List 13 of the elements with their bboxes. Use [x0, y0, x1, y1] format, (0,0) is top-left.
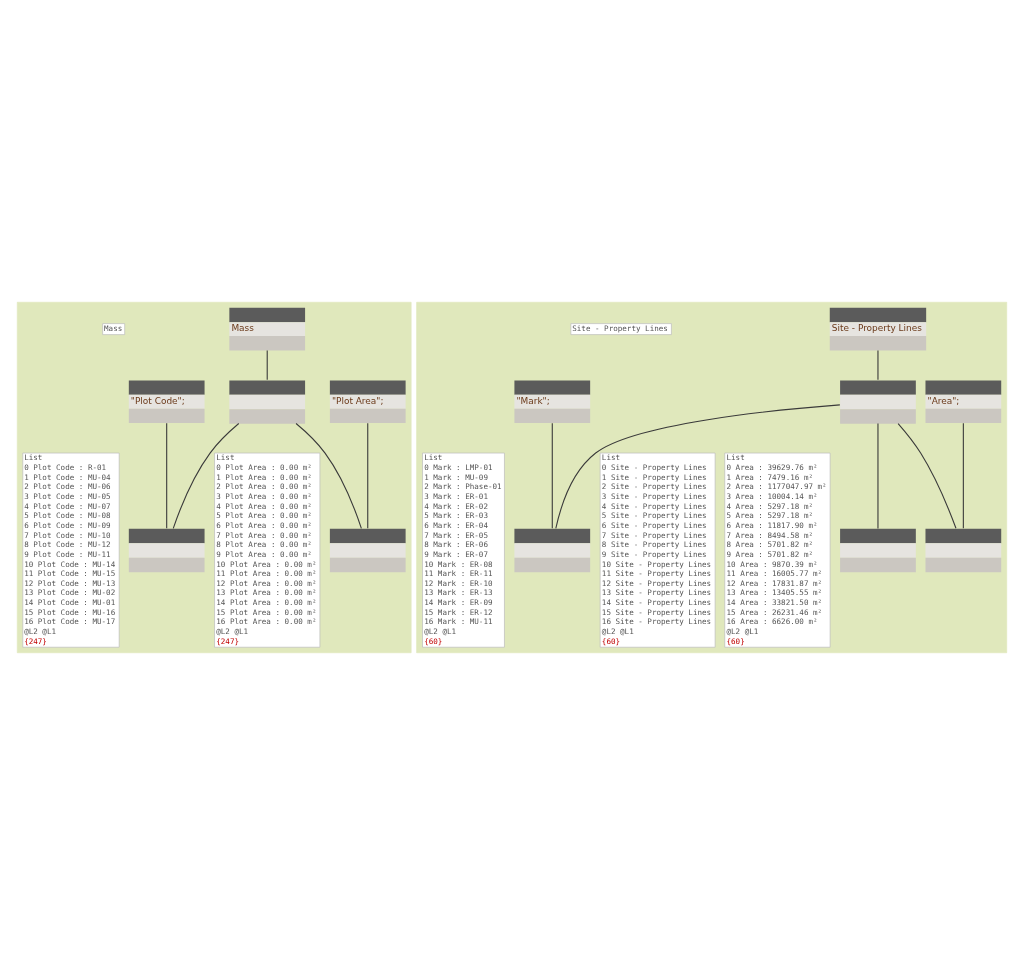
connector: [172, 422, 240, 529]
connector: [897, 422, 957, 529]
connector: [877, 422, 879, 529]
connector: [962, 422, 964, 529]
cluster: [416, 301, 1008, 653]
connector: [367, 422, 369, 529]
connector: [266, 349, 268, 380]
connector: [551, 422, 553, 529]
connector: [877, 349, 879, 380]
connector: [555, 403, 841, 529]
connector: [295, 422, 362, 529]
connector: [166, 422, 168, 529]
cluster: [16, 301, 412, 653]
